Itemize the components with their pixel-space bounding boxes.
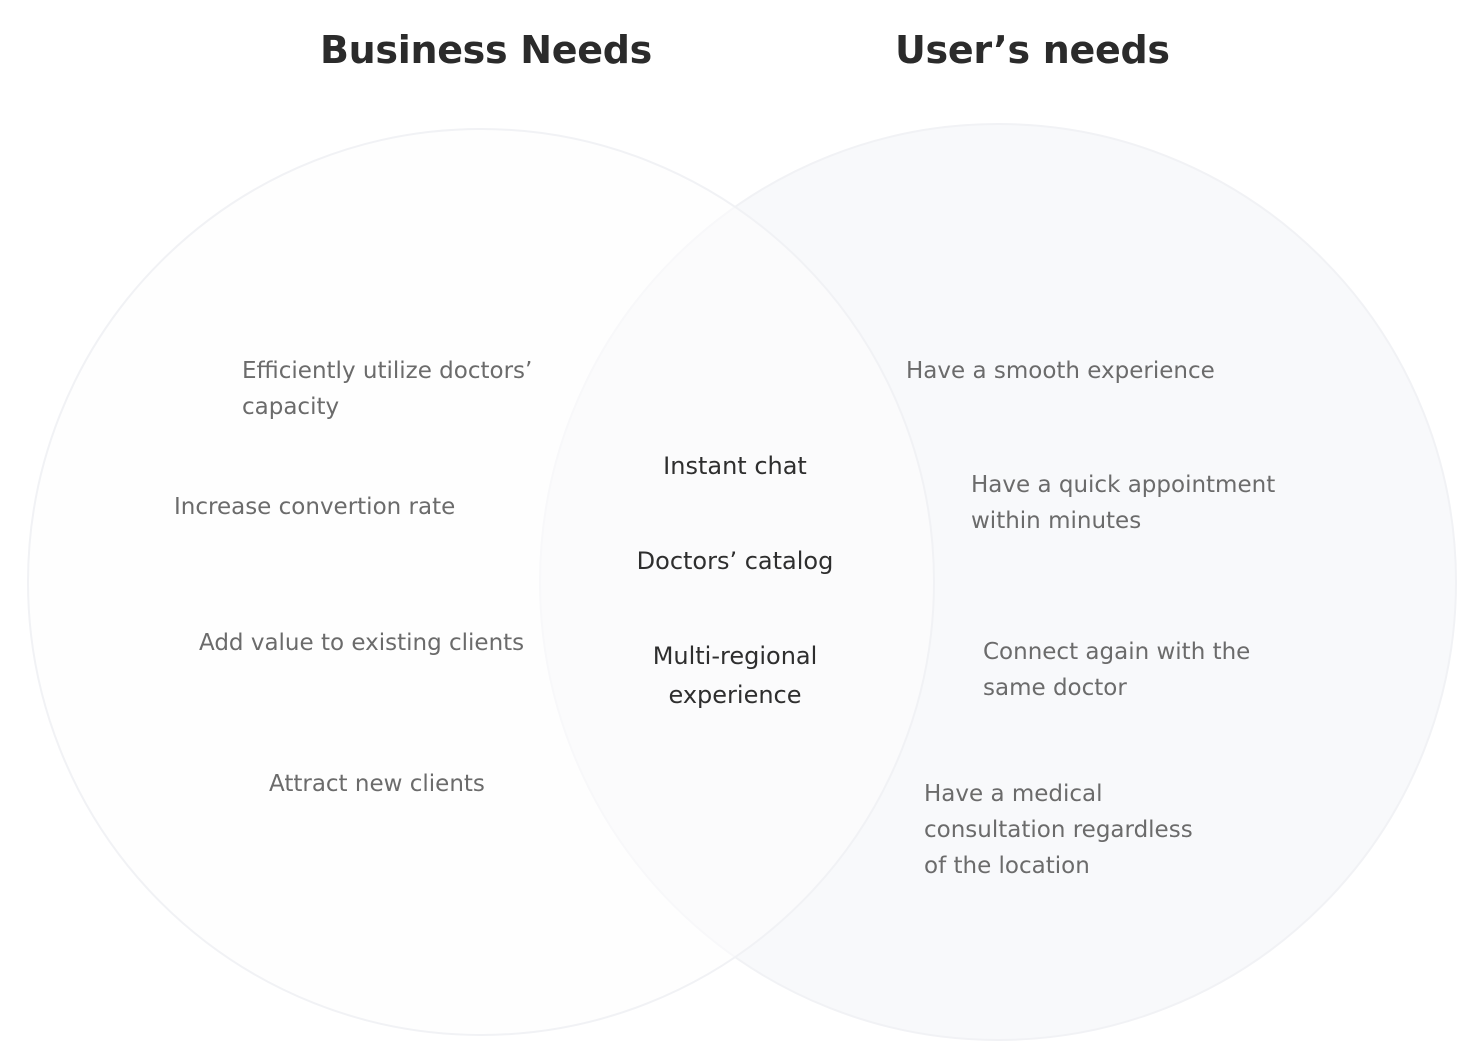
business-need-item: Efficiently utilize doctors’ capacity [242,358,533,420]
business-needs-circle [27,128,935,1036]
business-need-item: Increase convertion rate [174,494,456,520]
shared-need-item: Doctors’ catalog [636,547,834,575]
shared-need-item: Multi-regional experience [652,642,818,709]
shared-need-item: Instant chat [663,452,807,480]
user-needs-title: User’s needs [895,28,1170,72]
business-needs-title: Business Needs [320,28,652,72]
user-need-item: Connect again with the same doctor [983,639,1251,701]
user-need-item: Have a smooth experience [906,358,1215,384]
business-need-item: Attract new clients [269,771,485,797]
user-need-item: Have a quick appointment within minutes [971,472,1276,534]
business-need-item: Add value to existing clients [199,630,525,656]
user-need-item: Have a medical consultation regardless o… [924,781,1193,879]
